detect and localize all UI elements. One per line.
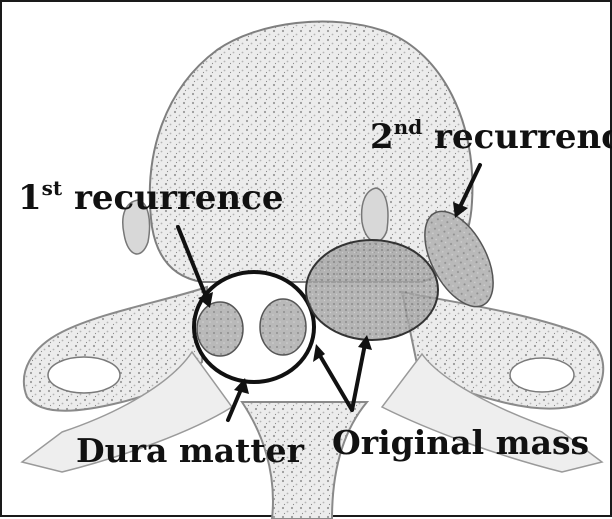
- left-foramen: [48, 357, 120, 393]
- second-recurrence-text: recurrence: [422, 117, 612, 157]
- intradural-lesion-right: [260, 299, 306, 355]
- first-recurrence-text: recurrence: [62, 178, 283, 218]
- original-mass: [306, 240, 438, 340]
- second-recurrence-superscript: nd: [394, 115, 423, 139]
- right-facet: [362, 188, 388, 242]
- first-recurrence-superscript: st: [42, 176, 63, 200]
- right-foramen: [510, 358, 574, 392]
- dura-matter-label: Dura matter: [76, 431, 305, 470]
- dura-matter-arrow: [228, 378, 249, 420]
- first-recurrence-lesion: [197, 302, 243, 356]
- second-recurrence-number: 2: [370, 117, 394, 157]
- original-mass-arrows: [313, 335, 372, 410]
- first-recurrence-label: 1st recurrence: [18, 176, 284, 218]
- first-recurrence-number: 1: [18, 178, 42, 218]
- original-mass-label: Original mass: [332, 423, 589, 462]
